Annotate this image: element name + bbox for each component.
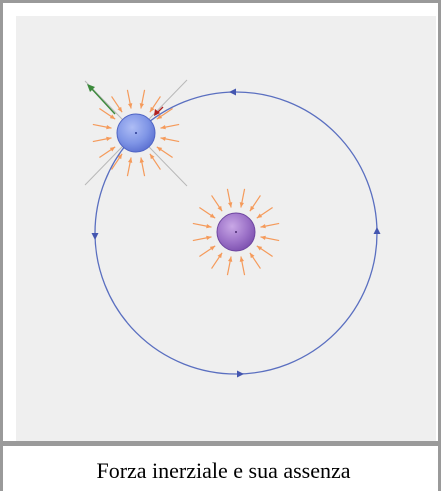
central-body-force-arrowhead xyxy=(209,213,216,219)
orbiting-body-force-arrowhead xyxy=(106,124,112,130)
caption-separator xyxy=(3,441,441,446)
orbiting-body-force-arrowhead xyxy=(127,103,133,109)
diagram-panel xyxy=(16,16,436,441)
orbiting-body-force-arrowhead xyxy=(127,157,133,163)
orbiting-body-force-arrowhead xyxy=(160,136,166,142)
central-body-force-arrowhead xyxy=(217,252,223,259)
orbiting-body-force-arrowhead xyxy=(109,114,116,120)
orbiting-body-force-arrows xyxy=(92,89,180,177)
orbiting-body-force-arrowhead xyxy=(139,103,145,109)
orbit-arrow-right xyxy=(373,227,381,234)
orbiting-body-force-arrowhead xyxy=(139,157,145,163)
orbiting-body-force-arrowhead xyxy=(156,146,163,152)
orbiting-body-force-arrowhead xyxy=(156,114,163,120)
orbiting-body-force-arrowhead xyxy=(160,124,166,130)
central-body-force-arrowhead xyxy=(260,235,266,241)
central-body-force-arrowhead xyxy=(256,213,263,219)
orbiting-body-force-arrowhead xyxy=(117,153,123,160)
orbiting-body-force-arrowhead xyxy=(109,146,116,152)
central-body-force-arrowhead xyxy=(249,252,255,259)
central-body-force-arrowhead xyxy=(249,205,255,212)
orbiting-body-force-arrowhead xyxy=(149,153,155,160)
orbit-direction-arrows xyxy=(91,88,381,378)
central-body-force-arrowhead xyxy=(256,245,263,251)
central-body-force-arrowhead xyxy=(206,223,212,229)
orbit-diagram xyxy=(84,79,381,378)
orbiting-body-force-arrowhead xyxy=(117,106,123,113)
central-body-force-arrowhead xyxy=(209,245,216,251)
reaction-arrow xyxy=(154,106,164,116)
central-body-force-arrowhead xyxy=(227,256,233,262)
figure-caption: Forza inerziale e sua assenza xyxy=(96,458,351,483)
orbit-arrow-left xyxy=(91,233,99,240)
central-body-force-arrowhead xyxy=(217,205,223,212)
central-body-force-arrows xyxy=(192,188,280,276)
central-body-force-arrowhead xyxy=(227,202,233,208)
inertial-force-arrow xyxy=(87,84,116,115)
central-body-force-arrowhead xyxy=(206,235,212,241)
orbiting-body-center-dot xyxy=(135,132,137,134)
orbiting-body-force-arrowhead xyxy=(149,106,155,113)
central-body-force-arrowhead xyxy=(239,202,245,208)
orbit-arrow-top xyxy=(229,88,236,96)
orbit-arrow-bottom xyxy=(237,370,244,378)
central-body-force-arrowhead xyxy=(260,223,266,229)
central-body-center-dot xyxy=(235,231,237,233)
orbiting-body-force-arrowhead xyxy=(106,136,112,142)
central-body-force-arrowhead xyxy=(239,256,245,262)
